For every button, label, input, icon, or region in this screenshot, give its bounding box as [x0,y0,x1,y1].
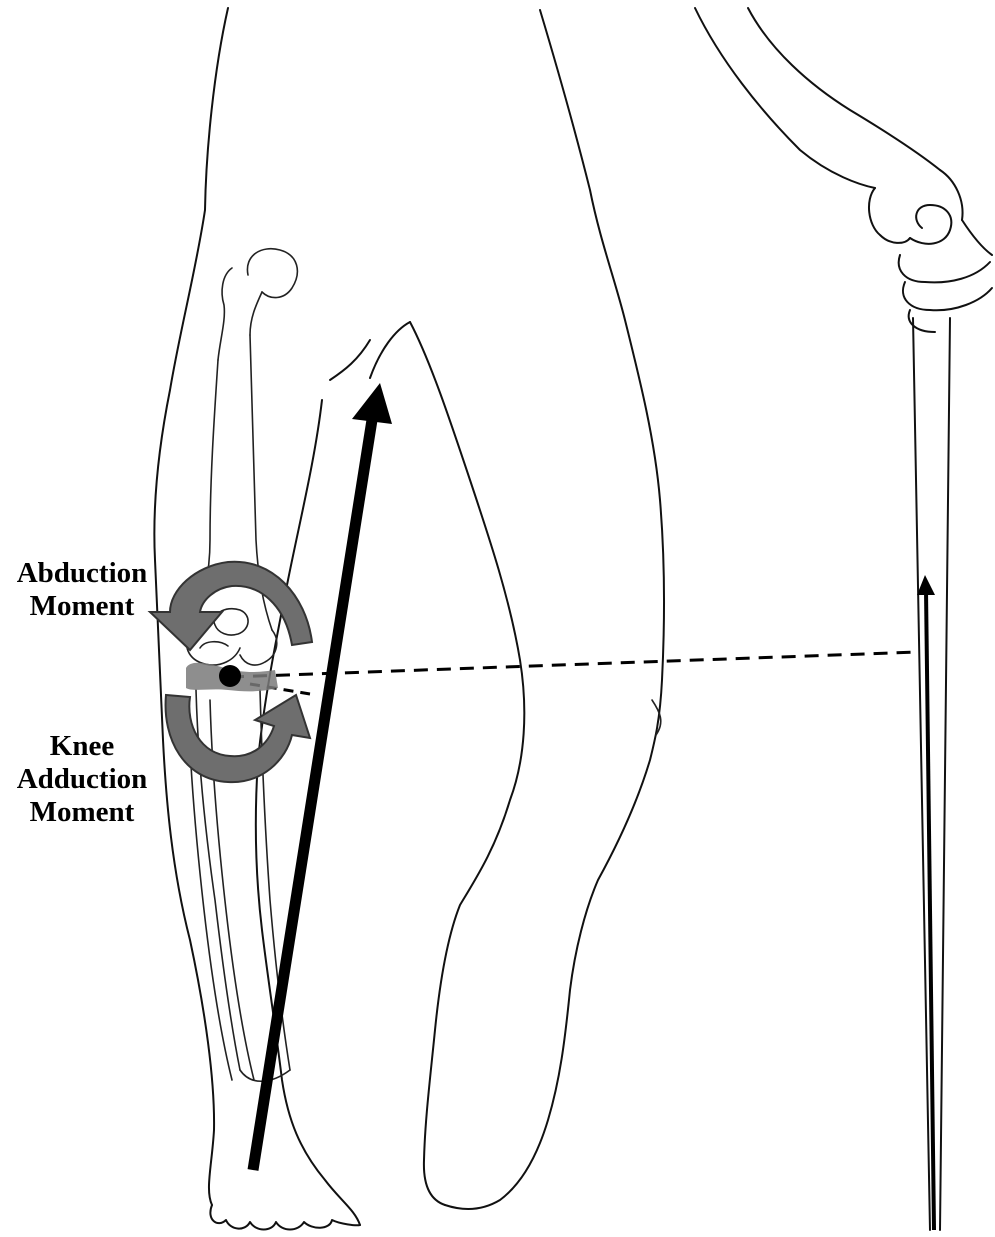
ground-reaction-force-arrow [253,383,392,1170]
abduction-label-line2: Moment [4,590,160,623]
adduction-label-line3: Moment [4,796,160,829]
swing-leg-outline [370,10,664,1209]
adduction-label-line1: Knee [4,730,160,763]
knee-center-point [219,665,241,687]
abduction-moment-arrow [150,562,312,650]
abduction-moment-label: Abduction Moment [4,557,160,623]
arm-hand-outline [695,8,992,332]
knee-adduction-moment-label: Knee Adduction Moment [4,730,160,829]
knee-adduction-moment-arrow [166,695,310,782]
adduction-label-line2: Adduction [4,763,160,796]
abduction-label-line1: Abduction [4,557,160,590]
